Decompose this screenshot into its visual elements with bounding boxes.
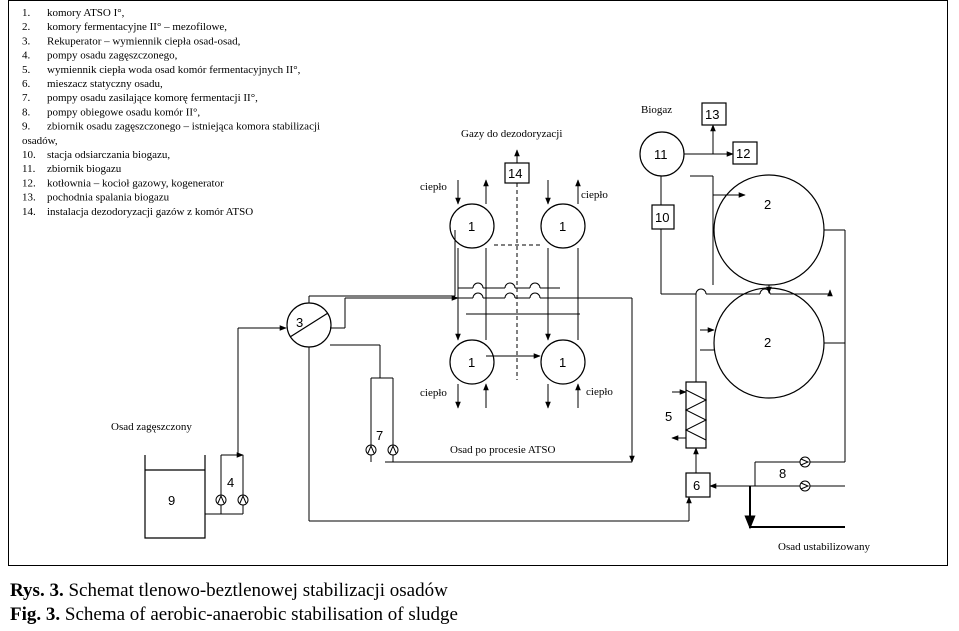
label-biogaz: Biogaz	[641, 104, 672, 116]
label-1d: 1	[559, 355, 566, 370]
label-cieplo-2: ciepło	[581, 189, 608, 201]
label-2a: 2	[764, 197, 771, 212]
pumps-4	[215, 494, 249, 506]
legend-text: zbiornik osadu zagęszczonego – istniejąc…	[47, 121, 320, 133]
caption-polish-prefix: Rys. 3.	[10, 580, 64, 601]
legend: 1. komory ATSO I°, 2. komory fermentacyjne …	[22, 7, 320, 218]
label-13: 13	[705, 107, 719, 122]
label-2b: 2	[764, 335, 771, 350]
label-cieplo-3: ciepło	[420, 387, 447, 399]
legend-text: komory fermentacyjne II° – mezofilowe,	[47, 21, 227, 33]
caption-english: Fig. 3. Schema of aerobic-anaerobic stab…	[10, 604, 458, 625]
recuperator	[286, 302, 332, 348]
legend-number: 11.	[22, 163, 36, 175]
caption-polish-text: Schemat tlenowo-beztlenowej stabilizacji…	[63, 580, 448, 601]
piping	[205, 124, 846, 530]
legend-text: mieszacz statyczny osadu,	[47, 78, 163, 90]
legend-text: osadów,	[22, 135, 58, 147]
legend-number: 14.	[22, 206, 36, 218]
label-14: 14	[508, 166, 522, 181]
legend-text: pompy osadu zagęszczonego,	[47, 50, 178, 62]
label-1a: 1	[468, 219, 475, 234]
label-12: 12	[736, 146, 750, 161]
label-osad-po-atso: Osad po procesie ATSO	[450, 444, 555, 456]
label-10: 10	[655, 210, 669, 225]
legend-text: komory ATSO I°,	[47, 7, 125, 19]
label-cieplo-1: ciepło	[420, 181, 447, 193]
legend-number: 9.	[22, 121, 31, 133]
legend-number: 7.	[22, 92, 31, 104]
label-11: 11	[654, 147, 668, 162]
legend-text: pompy osadu zasilające komorę fermentacj…	[47, 92, 258, 104]
legend-number: 3.	[22, 35, 31, 47]
label-1c: 1	[468, 355, 475, 370]
heat-exchanger	[671, 381, 708, 449]
legend-number: 12.	[22, 177, 36, 189]
legend-number: 10.	[22, 149, 36, 161]
caption-english-text: Schema of aerobic-anaerobic stabilisatio…	[60, 604, 458, 625]
legend-number: 8.	[22, 106, 31, 118]
label-cieplo-4: ciepło	[586, 386, 613, 398]
diagram-frame	[8, 0, 948, 566]
label-5: 5	[665, 409, 672, 424]
label-1b: 1	[559, 219, 566, 234]
legend-text: Rekuperator – wymiennik ciepła osad-osad…	[47, 35, 241, 47]
thickened-sludge-tank	[144, 455, 206, 539]
legend-number: 6.	[22, 78, 31, 90]
caption-polish: Rys. 3. Schemat tlenowo-beztlenowej stab…	[10, 580, 448, 601]
legend-number: 4.	[22, 50, 31, 62]
legend-number: 1.	[22, 7, 31, 19]
caption-english-prefix: Fig. 3.	[10, 604, 61, 625]
label-8: 8	[779, 466, 786, 481]
legend-text: pompy obiegowe osadu komór II°,	[47, 106, 200, 118]
label-osad-zageszczony: Osad zagęszczony	[111, 421, 192, 433]
legend-text: kotłownia – kocioł gazowy, kogenerator	[47, 177, 224, 189]
pumps-7	[365, 444, 399, 456]
legend-number: 13.	[22, 192, 36, 204]
label-9: 9	[168, 493, 175, 508]
label-osad-ustabilizowany: Osad ustabilizowany	[778, 541, 870, 553]
label-6: 6	[693, 478, 700, 493]
legend-text: stacja odsiarczania biogazu,	[47, 149, 170, 161]
legend-text: instalacja dezodoryzacji gazów z komór A…	[47, 206, 253, 218]
label-7: 7	[376, 428, 383, 443]
atso-chambers	[449, 203, 586, 385]
label-3: 3	[296, 315, 303, 330]
label-gazy: Gazy do dezodoryzacji	[461, 128, 562, 140]
legend-text: zbiornik biogazu	[47, 163, 122, 175]
legend-text: wymiennik ciepła woda osad komór ferment…	[47, 64, 301, 76]
pumps-8	[799, 456, 811, 492]
desulphurisation-station	[651, 204, 675, 230]
legend-number: 5.	[22, 64, 31, 76]
legend-number: 2.	[22, 21, 31, 33]
label-4: 4	[227, 475, 234, 490]
legend-text: pochodnia spalania biogazu	[47, 192, 170, 204]
process-diagram: 1. komory ATSO I°, 2. komory fermentacyjne …	[22, 7, 870, 553]
